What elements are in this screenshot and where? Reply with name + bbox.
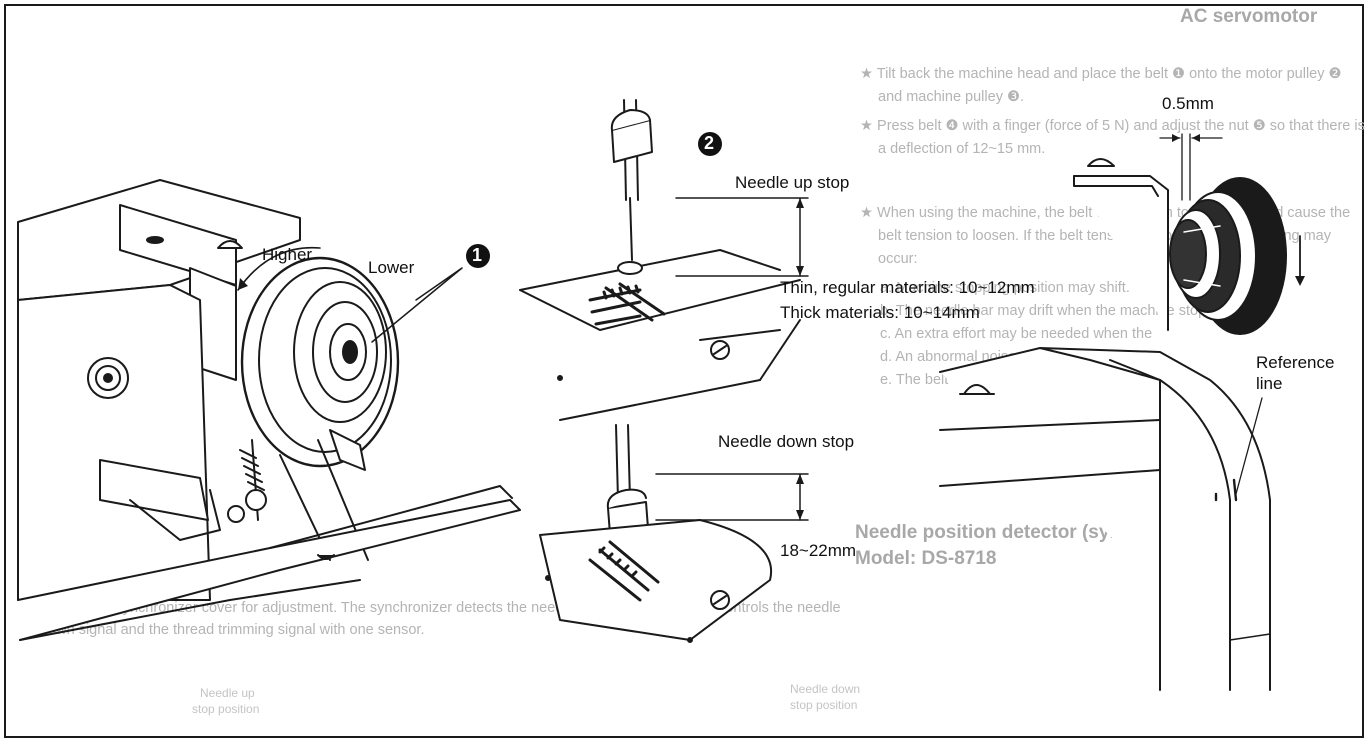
ghost-line: down signal and the thread trimming sign… <box>40 622 425 638</box>
ghost-line: ★ Tilt back the machine head and place t… <box>860 66 1342 82</box>
ghost-line: a. Machine stopping position may shift. <box>880 280 1130 296</box>
callout-circle-2 <box>698 132 722 156</box>
ghost-line: and machine pulley ❸. <box>878 89 1024 105</box>
needle-up-stop-drawing <box>519 99 809 421</box>
ghost-line: ★ Press belt ❹ with a finger (force of 5… <box>860 118 1365 134</box>
ghost-line: a deflection of 12~15 mm. <box>878 141 1046 157</box>
label-line: line <box>1256 374 1283 393</box>
label-higher: Higher <box>262 245 313 264</box>
label-reference: Reference <box>1256 353 1335 372</box>
ghost-heading-ac-servomotor: AC servomotor <box>1180 6 1318 27</box>
label-thin-materials: Thin, regular materials: 10~12mm <box>780 278 1035 297</box>
synchronizer-drawing <box>939 133 1305 691</box>
page-border <box>4 4 1364 738</box>
ghost-small-label: stop position <box>790 698 858 712</box>
label-needle-down-stop: Needle down stop <box>718 432 855 451</box>
ghost-small-label: stop position <box>192 702 260 716</box>
ghost-heading-model: Model: DS-8718 <box>855 548 997 569</box>
callout-circle-1 <box>466 244 490 268</box>
label-0-5mm: 0.5mm <box>1162 94 1214 113</box>
label-needle-up-stop: Needle up stop <box>735 173 850 192</box>
ghost-small-label: Needle up <box>200 686 255 700</box>
callout-number-1: 1 <box>472 245 483 265</box>
label-thick-materials: Thick materials: 10~14mm <box>780 303 980 322</box>
needle-down-stop-drawing <box>539 424 809 643</box>
ghost-line: occur: <box>878 251 918 267</box>
machine-head-drawing <box>17 179 521 641</box>
callout-number-2: 2 <box>704 133 715 153</box>
ghost-line: c. An extra effort may be needed when th… <box>880 326 1153 342</box>
ghost-line: b. The needle bar may drift when the mac… <box>880 303 1218 319</box>
ghost-small-label: Needle down <box>790 682 861 696</box>
label-18-22mm: 18~22mm <box>780 541 857 560</box>
label-lower: Lower <box>368 258 415 277</box>
